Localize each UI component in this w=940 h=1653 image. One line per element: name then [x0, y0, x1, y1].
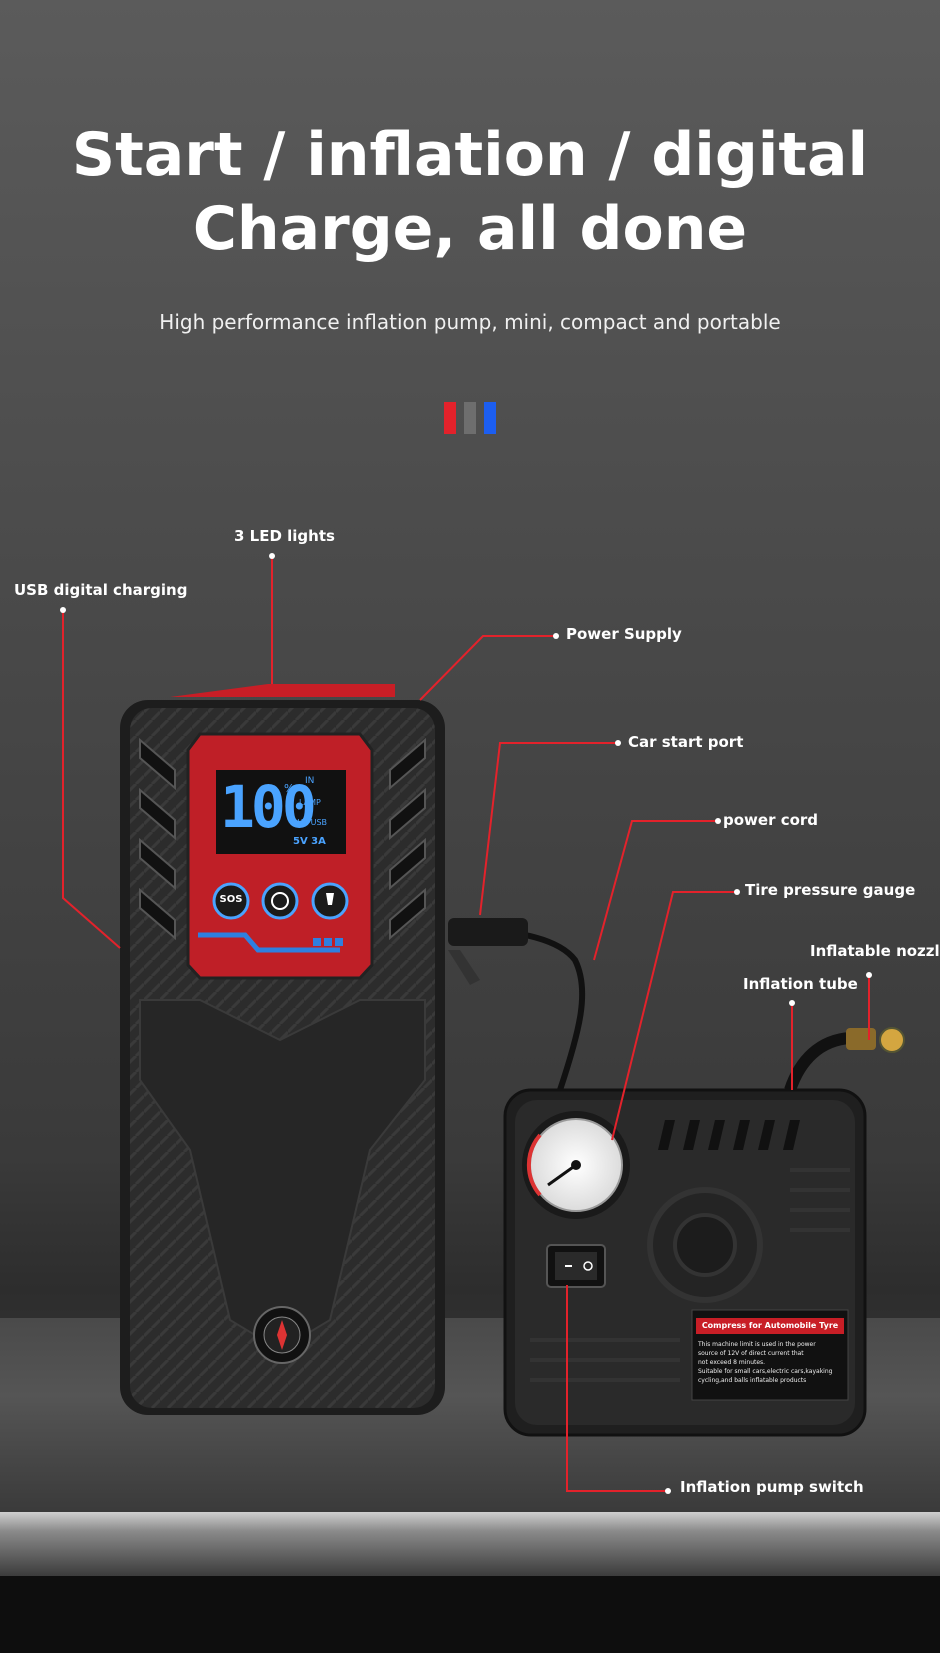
display-in: IN: [305, 776, 315, 786]
label-led-lights: 3 LED lights: [234, 527, 335, 545]
pump-label-heading: Compress for Automobile Tyre: [701, 1321, 839, 1330]
label-inflation-tube: Inflation tube: [743, 975, 858, 993]
display-out-usb: OUT USB: [291, 818, 328, 827]
label-pump-switch: Inflation pump switch: [680, 1478, 864, 1496]
power-bank: [120, 684, 445, 1415]
label-power-supply: Power Supply: [566, 625, 682, 643]
pump-label-line: cycling,and balls inflatable products: [698, 1377, 807, 1384]
reflection-band: [0, 1512, 940, 1576]
color-dots: [444, 402, 498, 434]
inflation-tube-hose: [784, 1027, 905, 1093]
title-line-1: Start / inflation / digital: [71, 120, 869, 190]
title-line-2: Charge, all done: [192, 194, 748, 264]
label-inflatable-nozzle: Inflatable nozzle: [810, 942, 940, 960]
label-tire-gauge: Tire pressure gauge: [745, 881, 916, 899]
gray-swatch: [464, 402, 476, 434]
display-lamp: LAMP: [299, 798, 321, 807]
blue-swatch: [484, 402, 496, 434]
red-swatch: [444, 402, 456, 434]
page-title: Start / inflation / digital Charge, all …: [0, 118, 940, 266]
pump-label-line: source of 12V of direct current that: [698, 1350, 804, 1357]
leader-lines: [62, 556, 870, 1492]
leader-dots: [60, 553, 872, 1494]
battery-percent: 100: [220, 773, 317, 841]
label-car-start-port: Car start port: [628, 733, 744, 751]
label-usb-charging: USB digital charging: [14, 581, 188, 599]
display-output: 5V 3A: [293, 836, 326, 847]
pump-label-line: This machine limit is used in the power: [698, 1341, 816, 1348]
car-start-cable: [448, 918, 586, 1091]
sos-button: SOS: [219, 894, 243, 905]
air-pump: [503, 1088, 867, 1437]
pump-label-text: This machine limit is used in the power …: [698, 1340, 848, 1385]
page-subtitle: High performance inflation pump, mini, c…: [159, 310, 781, 334]
pump-label-line: not exceed 8 minutes.: [698, 1359, 766, 1366]
bottom-bar: [0, 1576, 940, 1653]
percent-sign: %: [284, 782, 295, 795]
pump-label-line: Suitable for small cars,electric cars,ka…: [698, 1368, 833, 1375]
label-power-cord: power cord: [723, 811, 819, 829]
